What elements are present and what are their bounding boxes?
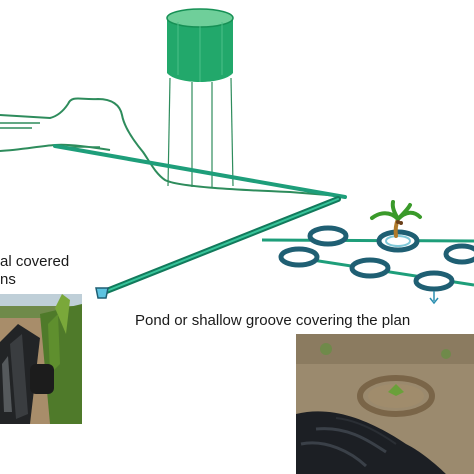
drip-emitter-icon — [95, 287, 109, 299]
distribution-pipe — [101, 196, 341, 295]
pond-ring — [349, 257, 391, 279]
main-pipe — [53, 144, 347, 199]
lateral-pipe-1 — [261, 238, 474, 243]
label-covered-fragment: al covered — [0, 253, 70, 270]
pond-ring — [307, 225, 349, 247]
palm-tree-icon — [370, 200, 422, 238]
pond-ring — [443, 243, 474, 265]
photo-pond-with-plant — [296, 334, 474, 474]
label-covered-fragment-2: ns — [0, 271, 16, 288]
pond-ring — [278, 246, 320, 268]
pond-ring — [413, 270, 455, 292]
label-pond: Pond or shallow groove covering the plan — [135, 312, 411, 329]
photo-covered-trench — [0, 294, 82, 424]
pond-ring-with-plant — [376, 229, 420, 253]
reservoir-outline — [0, 97, 341, 197]
arrow-down-icon — [429, 291, 439, 305]
water-tank-icon — [166, 8, 234, 188]
